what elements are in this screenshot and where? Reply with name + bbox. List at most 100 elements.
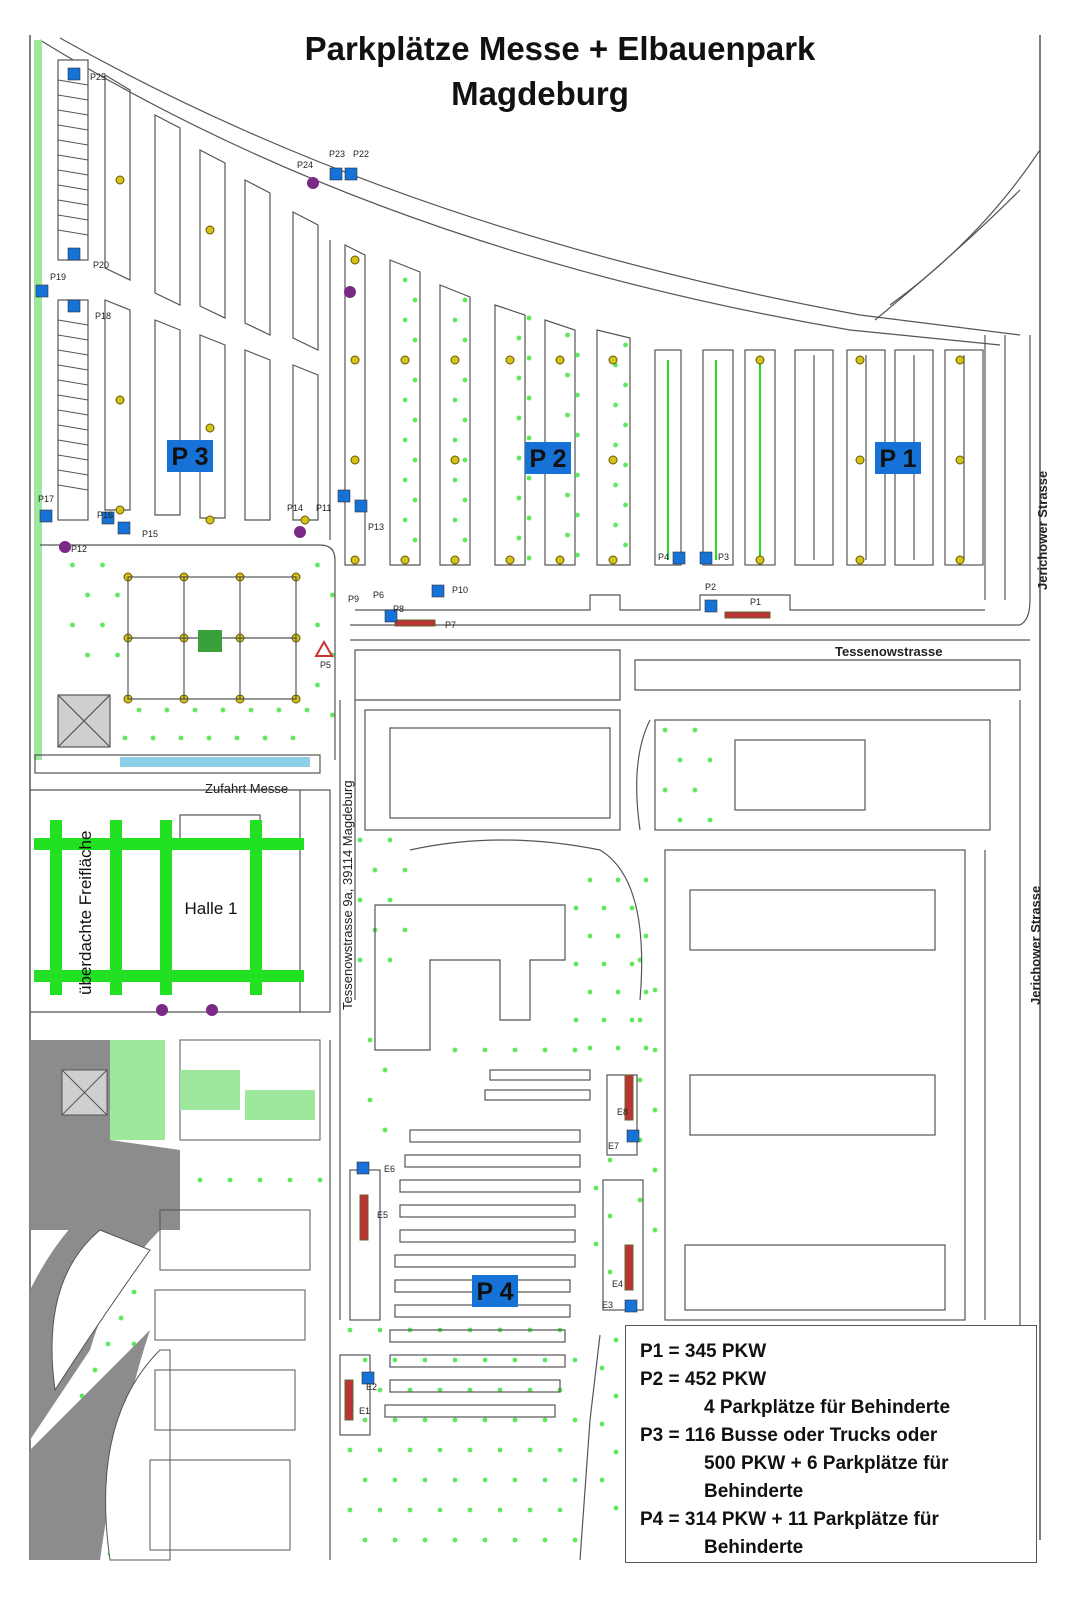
tree-icon <box>362 1477 368 1483</box>
tree-icon <box>601 1017 607 1023</box>
tree-icon <box>276 707 282 713</box>
tree-icon <box>615 1045 621 1051</box>
tree-icon <box>392 1537 398 1543</box>
tree-icon <box>623 502 628 508</box>
entrance-icon <box>206 1004 218 1016</box>
tree-icon <box>357 837 363 843</box>
tree-icon <box>662 787 668 793</box>
tree-icon <box>347 1507 353 1513</box>
tree-icon <box>527 1387 533 1393</box>
lamp-post-icon <box>608 455 618 465</box>
tree-icon <box>105 1341 111 1347</box>
tree-icon <box>452 397 458 403</box>
tree-icon <box>462 457 468 463</box>
tree-icon <box>512 1047 518 1053</box>
tree-icon <box>452 477 458 483</box>
tree-icon <box>412 497 418 503</box>
street-zufahrt: Zufahrt Messe <box>205 781 288 796</box>
parking-sign-icon <box>337 489 351 503</box>
tree-icon <box>575 512 580 518</box>
marker-E1: E1 <box>359 1406 370 1416</box>
tree-icon <box>248 707 254 713</box>
tree-icon <box>516 415 522 421</box>
tree-icon <box>587 989 593 995</box>
tree-icon <box>599 1365 605 1371</box>
tree-icon <box>526 355 532 361</box>
tree-icon <box>623 382 628 388</box>
tree-icon <box>287 1177 293 1183</box>
tree-icon <box>347 1327 353 1333</box>
tree-icon <box>85 592 90 598</box>
tree-icon <box>197 1177 203 1183</box>
lamp-post-icon <box>555 355 565 365</box>
marker-P6: P6 <box>373 590 384 600</box>
tree-icon <box>615 877 621 883</box>
p2-rows <box>344 244 682 566</box>
lamp-post-icon <box>450 555 460 565</box>
tree-icon <box>526 395 532 401</box>
marker-P4: P4 <box>658 552 669 562</box>
tree-icon <box>526 515 532 521</box>
marker-P18: P18 <box>95 311 111 321</box>
tree-icon <box>637 1017 643 1023</box>
tree-icon <box>407 1507 413 1513</box>
tree-icon <box>607 1157 613 1163</box>
parking-sign-icon <box>354 499 368 513</box>
tree-icon <box>527 1507 533 1513</box>
parking-sign-icon <box>699 551 713 565</box>
tree-icon <box>467 1507 473 1513</box>
zone-p1-label: P 1 <box>879 445 916 473</box>
tree-icon <box>482 1357 488 1363</box>
tree-icon <box>623 542 628 548</box>
tree-icon <box>317 1177 323 1183</box>
tree-icon <box>367 1037 373 1043</box>
tree-icon <box>516 335 522 341</box>
parking-sign-icon <box>39 509 53 523</box>
tree-icon <box>357 897 363 903</box>
marker-P24: P24 <box>297 160 313 170</box>
tree-icon <box>629 905 635 911</box>
tree-icon <box>542 1417 548 1423</box>
parking-area-north <box>39 37 1041 641</box>
marker-P10: P10 <box>452 585 468 595</box>
capacity-legend: P1 = 345 PKW P2 = 452 PKW 4 Parkplätze f… <box>625 1325 1037 1563</box>
tree-icon <box>526 475 532 481</box>
tree-icon <box>402 517 408 523</box>
bus-parking-marks <box>344 611 771 1421</box>
legend-p1: P1 = 345 PKW <box>640 1341 767 1362</box>
tree-icon <box>452 517 458 523</box>
tree-icon <box>565 332 570 338</box>
bus-bays <box>57 79 89 491</box>
legend-p4-disabled: Behinderte <box>704 1537 804 1558</box>
tree-icon <box>412 297 418 303</box>
tree-icon <box>601 961 607 967</box>
tree-icon <box>402 437 408 443</box>
freiflaeche-grid <box>34 820 304 995</box>
zone-p3: P 3 <box>167 440 213 472</box>
lamp-post-icon <box>115 395 125 405</box>
parking-sign-icon <box>35 284 49 298</box>
marker-P9: P9 <box>348 594 359 604</box>
halle1-label: Halle 1 <box>185 899 238 918</box>
tree-icon <box>623 342 628 348</box>
lamp-post-icon <box>205 423 215 433</box>
tree-icon <box>607 1269 613 1275</box>
marker-labels: P1 P2 P3 P4 P5 P6 P7 P8 P9 P10 P11 P12 P… <box>38 72 761 1416</box>
zone-p4-label: P 4 <box>476 1278 513 1306</box>
tree-icon <box>412 457 418 463</box>
tree-icon <box>587 933 593 939</box>
tree-icon <box>462 497 468 503</box>
tree-icon <box>115 652 120 658</box>
tree-icon <box>643 989 649 995</box>
tree-icon <box>412 377 418 383</box>
marker-P12: P12 <box>71 544 87 554</box>
marker-E4: E4 <box>612 1279 623 1289</box>
tree-icon <box>92 1367 98 1373</box>
tree-icon <box>437 1387 443 1393</box>
lamp-post-icon <box>855 355 865 365</box>
tree-icon <box>382 1127 388 1133</box>
tree-icon <box>565 372 570 378</box>
map-subtitle: Magdeburg <box>451 75 629 112</box>
tree-icon <box>692 727 698 733</box>
tree-icon <box>387 837 393 843</box>
